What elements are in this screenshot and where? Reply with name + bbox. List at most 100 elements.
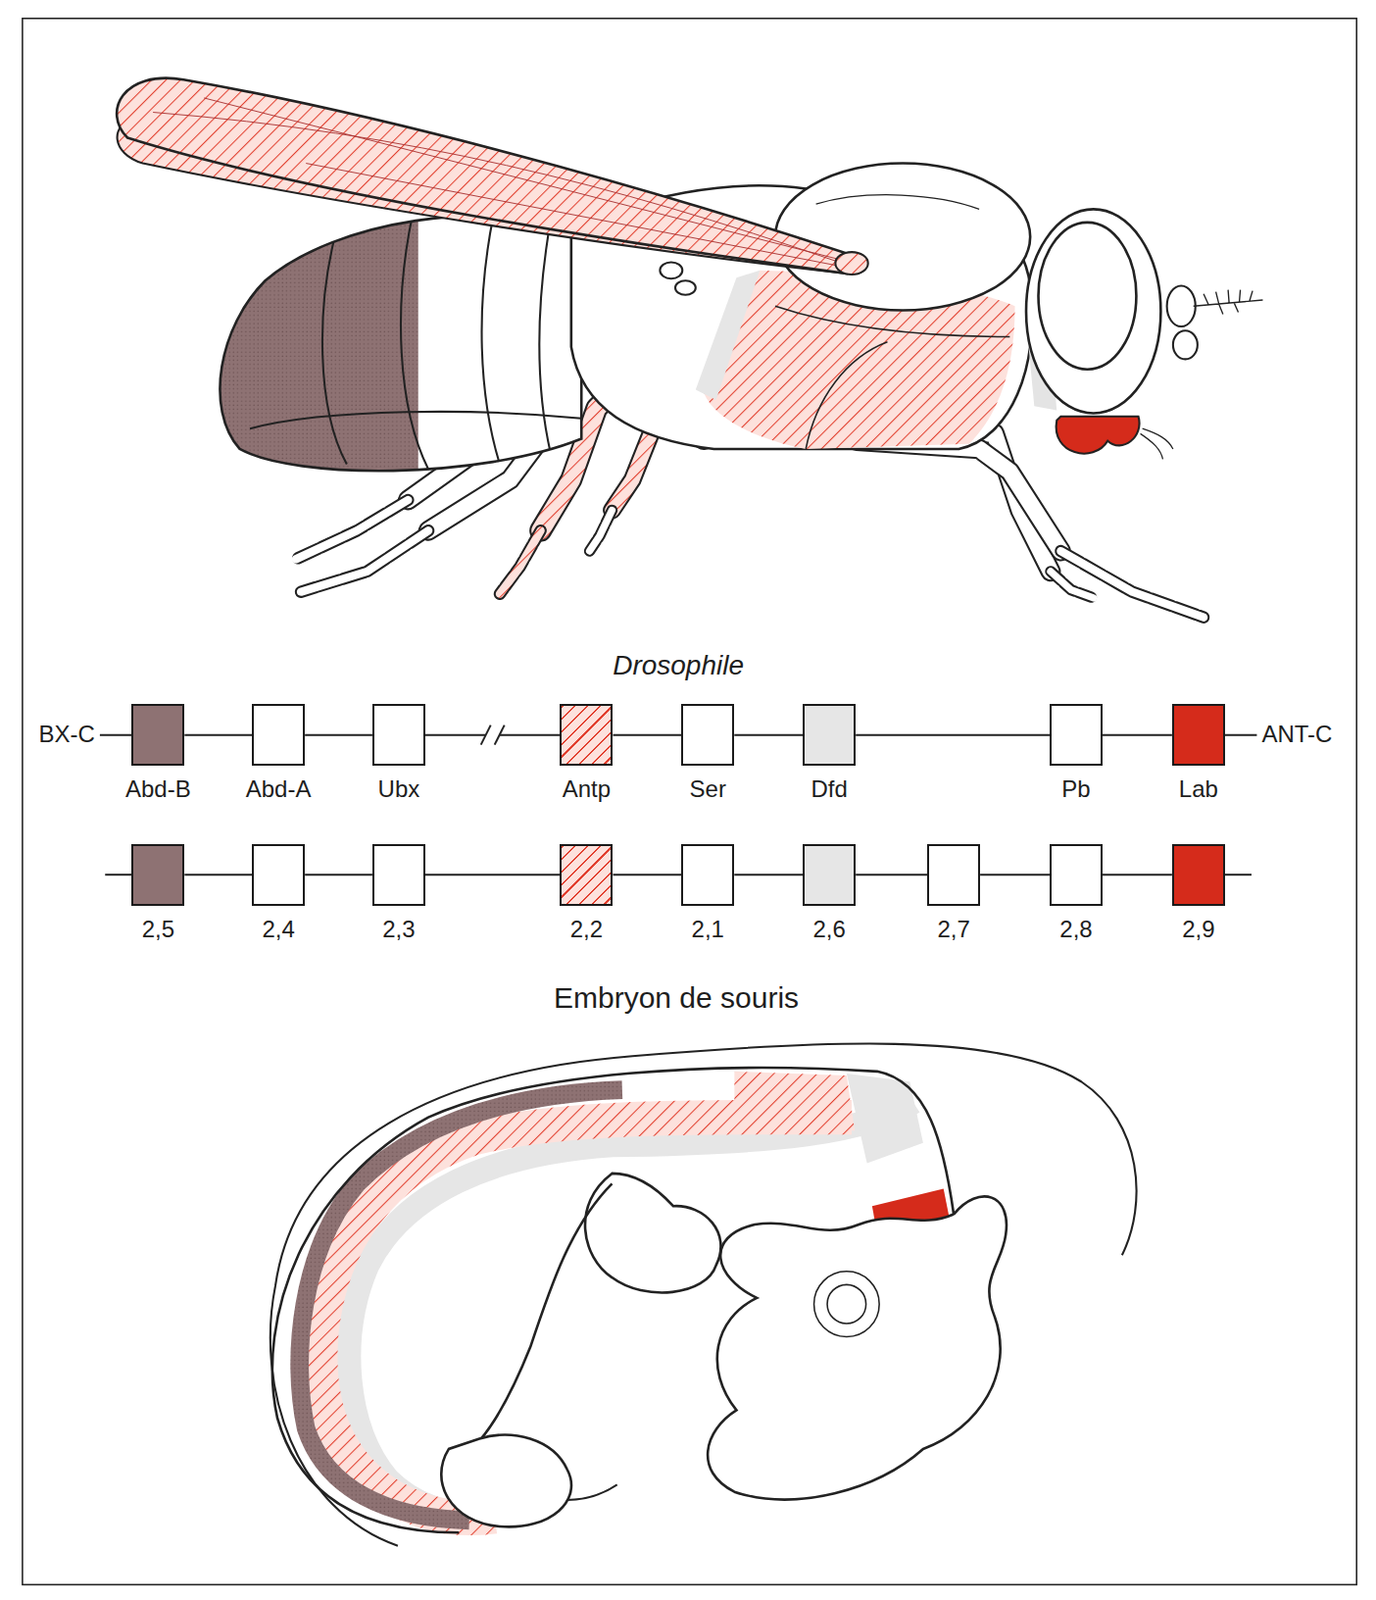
gene-name: 2,5 [127, 915, 189, 944]
chromosome-end [99, 734, 132, 737]
fly-tarsus [499, 530, 541, 594]
abdomen-segment [539, 219, 551, 454]
fly-abdomen-outline [219, 215, 582, 471]
fly-tarsus [1060, 550, 1204, 618]
gene-node: 2,6 [798, 843, 860, 944]
chromosome-line [184, 734, 252, 737]
gene-name: 2,6 [798, 915, 860, 944]
gene-name: Lab [1168, 775, 1229, 804]
gene-box [681, 843, 735, 906]
gene-box [802, 703, 856, 766]
gene-node: 2,1 [677, 843, 738, 944]
gene-box [802, 843, 856, 906]
gene-node: 2,2 [555, 843, 617, 944]
chromosome-end [1225, 734, 1258, 737]
chromosome-end [1225, 873, 1252, 876]
amnion [270, 1043, 1137, 1546]
gene-name: 2,1 [677, 915, 738, 944]
embryo-hindlimb [441, 1434, 572, 1527]
fly-scutum [775, 163, 1031, 311]
fly-tarsus [300, 530, 429, 591]
gene-name: Abd-B [121, 775, 196, 804]
fly-tarsus [1050, 571, 1094, 598]
gene-name: Ser [677, 775, 738, 804]
embryo-tail [567, 1483, 618, 1500]
gene-box [1049, 703, 1103, 766]
gene-node: Lab [1168, 703, 1229, 804]
gene-node: Ser [677, 703, 738, 804]
gene-node: 2,9 [1168, 843, 1229, 944]
haltere [659, 262, 683, 280]
fly-leg [856, 441, 1061, 551]
fly-eye [1038, 222, 1137, 370]
gene-node: Dfd [798, 703, 860, 804]
fly-tarsus [1060, 550, 1204, 618]
abdomen-segment [400, 212, 429, 470]
gene-name: 2,2 [555, 915, 617, 944]
gene-name: Ubx [368, 775, 430, 804]
gene-name: 2,3 [368, 915, 430, 944]
chromosome-line [425, 873, 561, 876]
chromosome-line [734, 873, 803, 876]
gene-name: Abd-A [242, 775, 316, 804]
wing-base [835, 251, 868, 275]
fly-antenna [1173, 330, 1198, 359]
fly-leg [611, 428, 653, 510]
abdomen-sternite [249, 411, 582, 429]
gene-box [1172, 703, 1226, 766]
dfd-zone [846, 1073, 924, 1164]
gene-name: 2,8 [1045, 915, 1107, 944]
species-label: Drosophile [612, 648, 744, 683]
chromosome-line [1102, 734, 1173, 737]
gene-node: 2,4 [247, 843, 309, 944]
fly-tarsus [1050, 571, 1094, 598]
break-mark [494, 725, 505, 745]
gene-name: 2,7 [923, 915, 984, 944]
chromosome-line [734, 734, 803, 737]
fly-antenna [1167, 285, 1196, 327]
gene-box [559, 703, 613, 766]
frame [22, 18, 1357, 1585]
abd-b-zone [183, 183, 418, 510]
lab-zone [1056, 416, 1140, 454]
abdomen-segment [482, 208, 500, 464]
complex-name: BX-C [39, 720, 96, 749]
chromosome-line [184, 873, 252, 876]
fly-tarsus [589, 509, 613, 551]
fly-leg [611, 428, 653, 510]
gene-box [372, 703, 426, 766]
gene-name: Antp [555, 775, 617, 804]
gene-box [681, 703, 735, 766]
chromosome-line [304, 734, 373, 737]
haltere [675, 280, 696, 295]
gene-node: 2,5 [127, 843, 189, 944]
gene-name: Pb [1045, 775, 1107, 804]
fly-bristle [1140, 428, 1174, 459]
gene-name: 2,4 [247, 915, 309, 944]
wing-vein [152, 98, 847, 268]
gene-box [131, 843, 185, 906]
antp-zone [734, 1071, 855, 1131]
abdomen-segment [322, 229, 347, 464]
gene-box [1172, 843, 1226, 906]
thorax-grey-strip [695, 270, 761, 400]
chromosome-line [304, 873, 373, 876]
gene-box [372, 843, 426, 906]
fly-tarsus [300, 530, 429, 591]
scutum-line [816, 195, 981, 210]
gene-node: Abd-A [242, 703, 316, 804]
gene-box [251, 703, 305, 766]
chromosome-line [612, 873, 682, 876]
gene-box [1049, 843, 1103, 906]
fly-tarsus [589, 509, 613, 551]
gene-node: Ubx [368, 703, 430, 804]
gene-box [559, 843, 613, 906]
embryo-belly [479, 1182, 612, 1440]
chromosome-line [1102, 873, 1173, 876]
species-label: Embryon de souris [553, 980, 799, 1016]
chromosome-line [855, 734, 1050, 737]
fly-head [1026, 208, 1161, 413]
